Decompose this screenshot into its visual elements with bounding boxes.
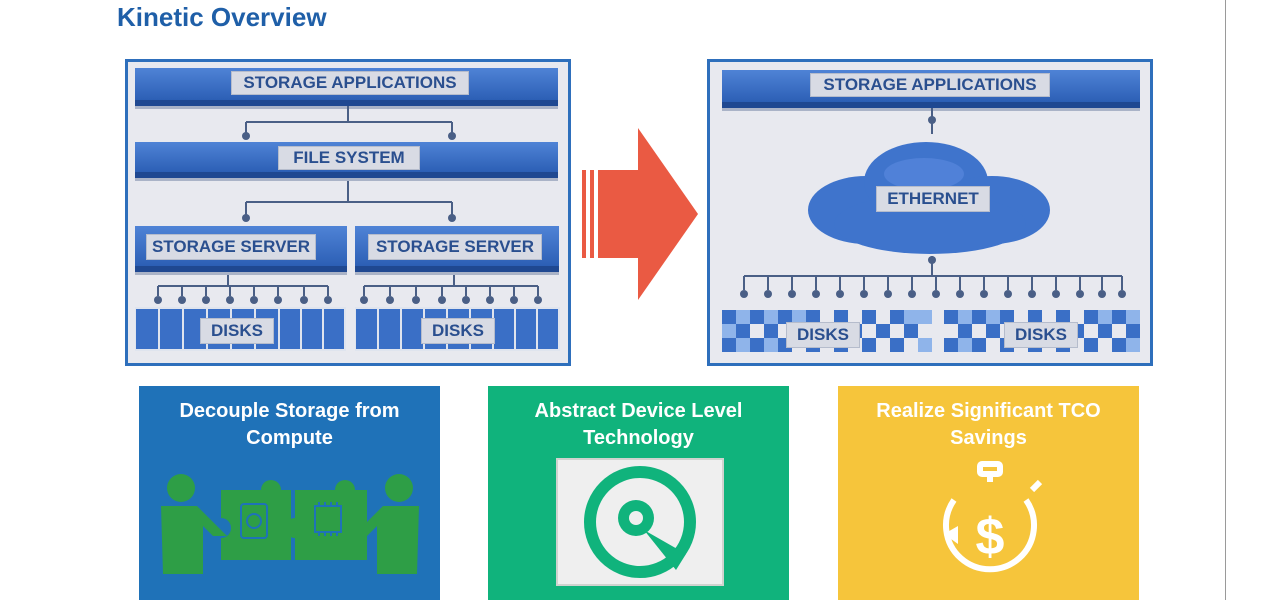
card-2-title: Abstract Device Level Technology (534, 400, 743, 449)
storage-applications-label: STORAGE APPLICATIONS (231, 71, 469, 95)
ethernet-label: ETHERNET (876, 186, 990, 212)
right-divider-line (1225, 0, 1226, 600)
puzzle-people-icon (161, 474, 419, 574)
kinetic-disk-grid (722, 310, 1140, 352)
traditional-storage-diagram: STORAGE APPLICATIONS FILE SYSTEM STORAGE… (125, 59, 571, 366)
file-system-label: FILE SYSTEM (278, 146, 420, 170)
card-abstract-device: Abstract Device Level Technology (488, 386, 789, 600)
card-1-title: Decouple Storage from Compute (179, 400, 400, 449)
storage-server-label-2: STORAGE SERVER (368, 234, 542, 260)
connector-lines (154, 106, 542, 304)
disks-label-1: DISKS (200, 318, 274, 344)
storage-applications-label-right: STORAGE APPLICATIONS (810, 73, 1050, 97)
stopwatch-dollar-icon: $ (943, 461, 1043, 573)
disks-label-2: DISKS (421, 318, 495, 344)
kinetic-disks-label-1: DISKS (786, 322, 860, 348)
card-3-title: Realize Significant TCO Savings (876, 400, 1101, 449)
ethernet-connector-lines (740, 108, 1126, 298)
page-title: Kinetic Overview (117, 2, 327, 32)
hard-drive-tile (556, 458, 724, 586)
transition-arrow-icon (582, 128, 698, 300)
card-decouple-storage: Decouple Storage from Compute (139, 386, 440, 600)
hard-drive-platter-icon (584, 466, 696, 578)
kinetic-storage-diagram: STORAGE APPLICATIONS ETHERNET (707, 59, 1153, 366)
storage-server-label-1: STORAGE SERVER (146, 234, 316, 260)
card-tco-savings: Realize Significant TCO Savings $ (838, 386, 1139, 600)
kinetic-disks-label-2: DISKS (1004, 322, 1078, 348)
svg-text:$: $ (976, 508, 1005, 566)
